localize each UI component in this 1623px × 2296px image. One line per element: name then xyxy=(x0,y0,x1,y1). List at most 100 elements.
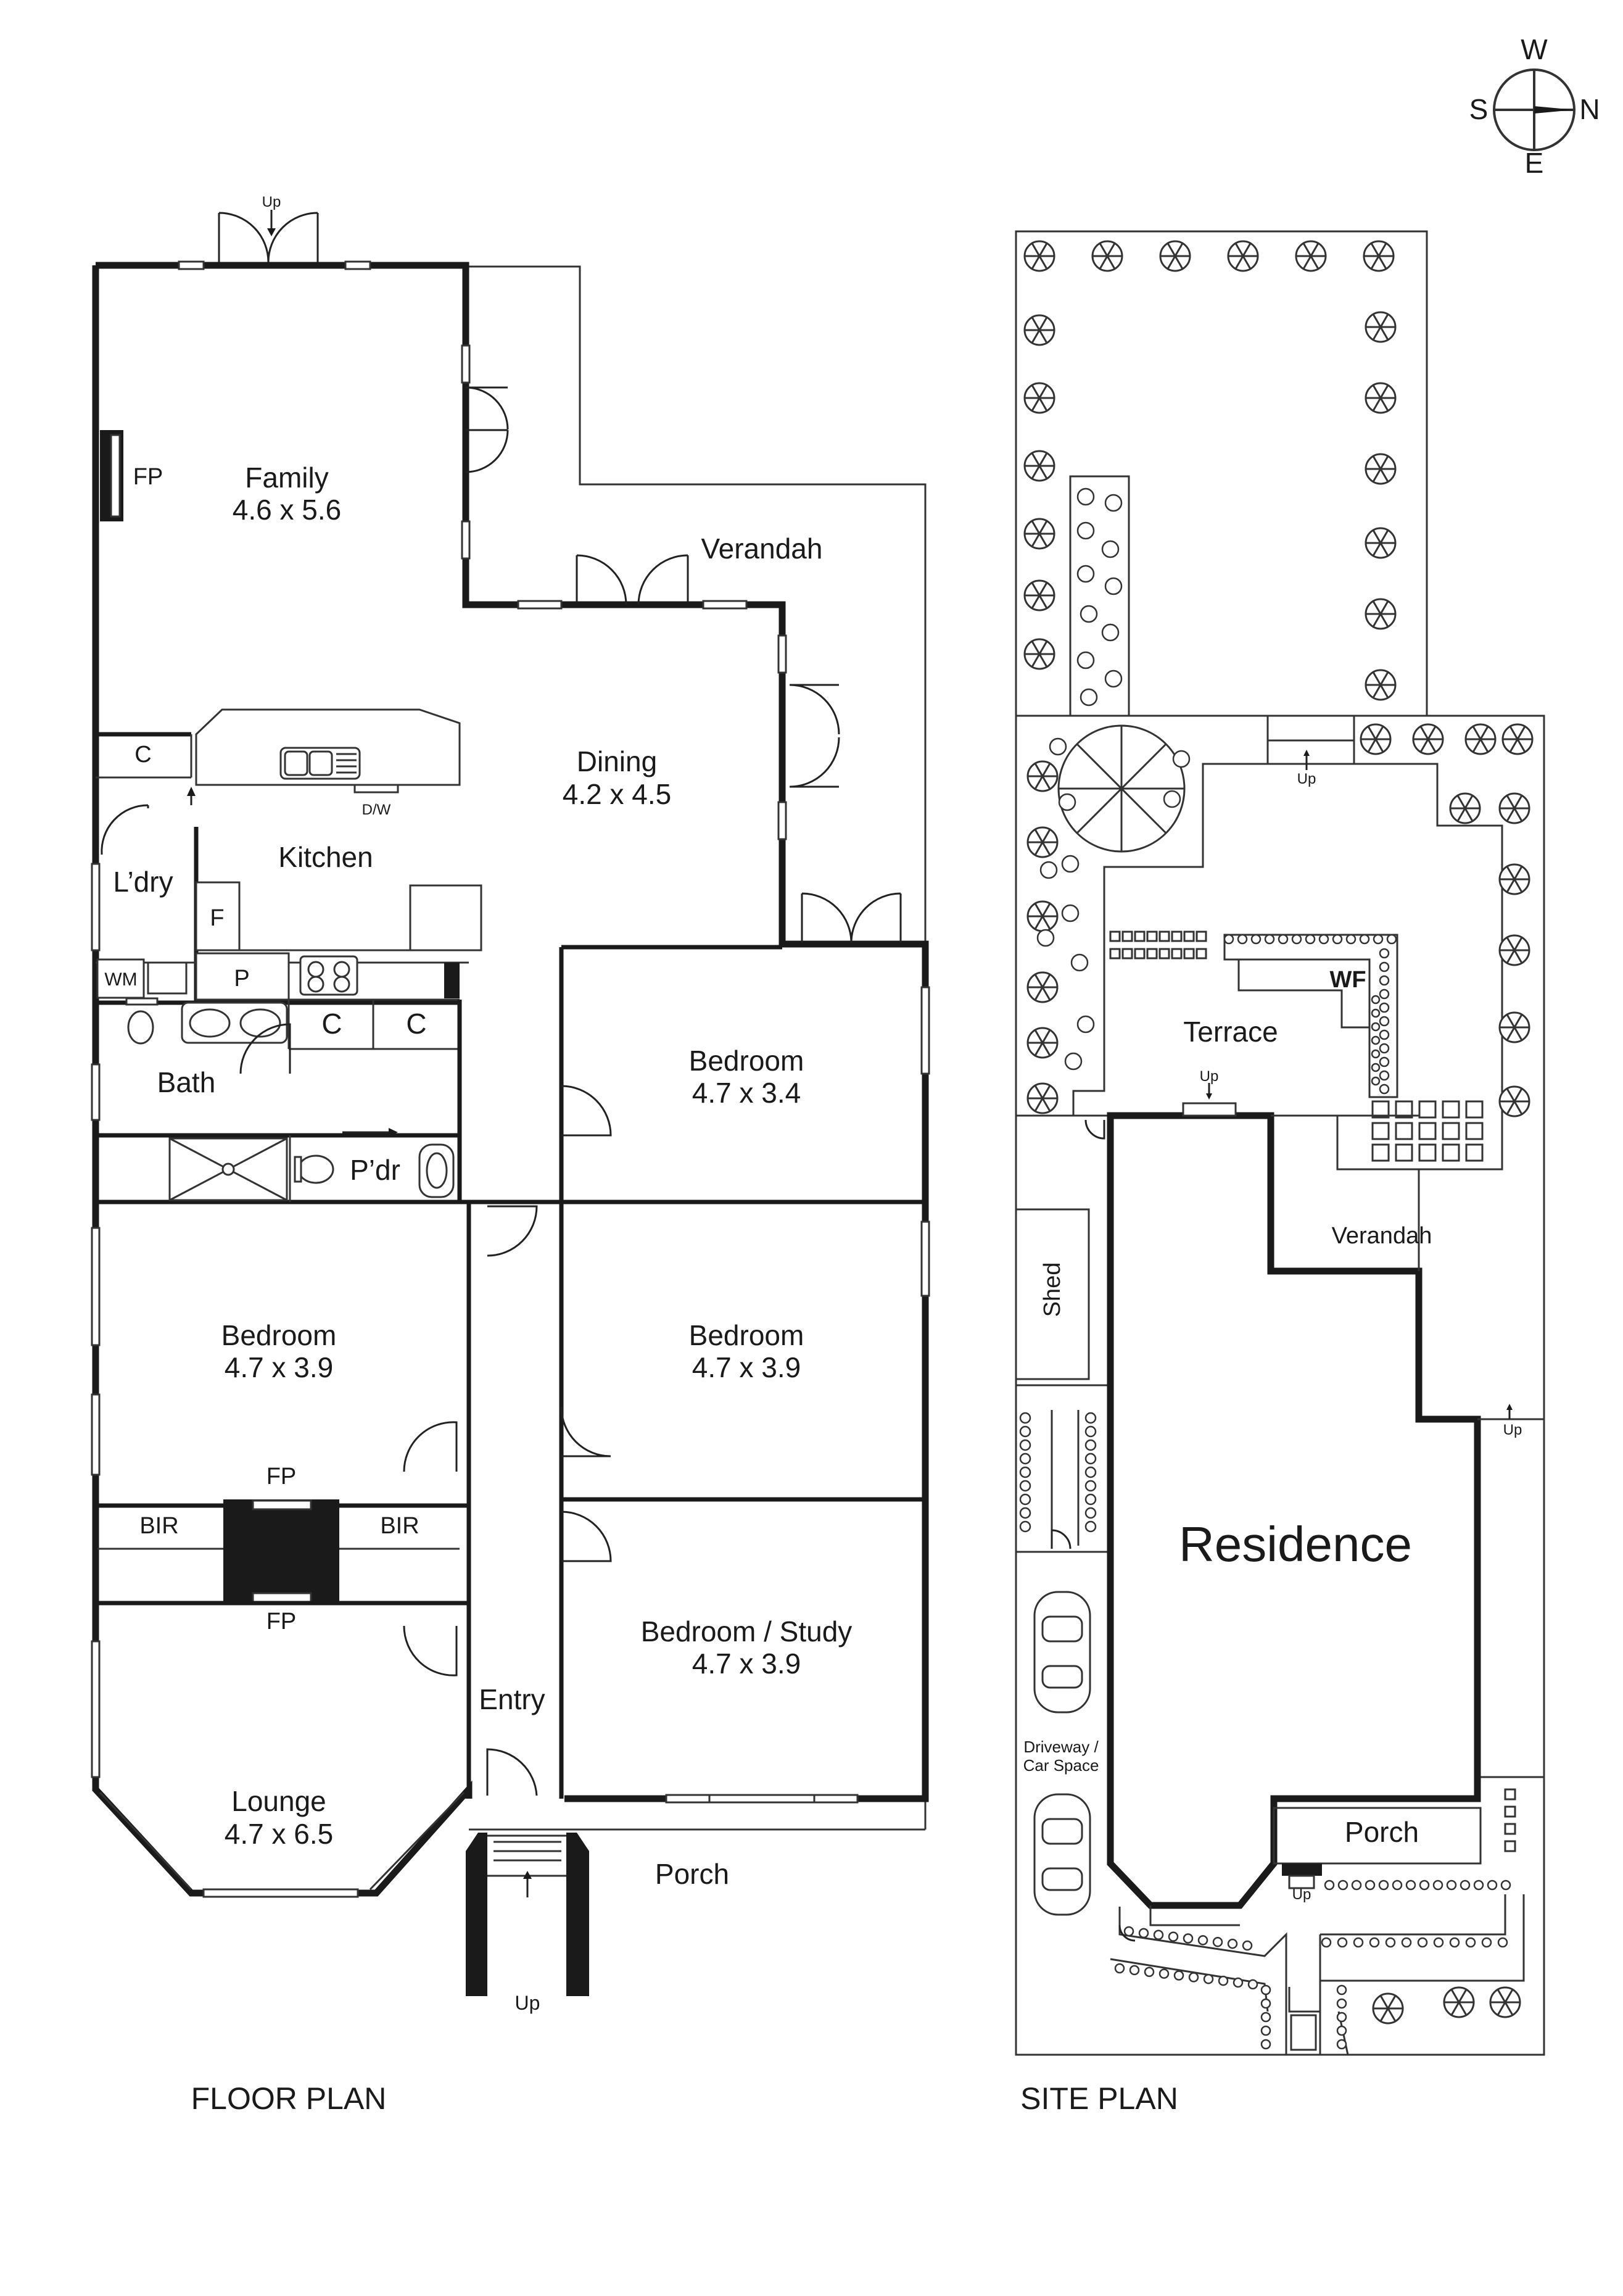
wm-label: WM xyxy=(104,969,137,990)
study-name: Bedroom / Study xyxy=(641,1615,853,1647)
fridge-label: F xyxy=(210,905,224,931)
powder-label: P’dr xyxy=(350,1154,400,1186)
tree-17 xyxy=(1365,669,1397,701)
site-up1-label: Up xyxy=(1297,771,1316,787)
site-plan: Terrace WF Verandah Shed Residence Drive… xyxy=(1015,230,1545,2116)
site-verandah-label: Verandah xyxy=(1332,1223,1432,1249)
tree-21 xyxy=(1501,723,1534,755)
dining-room-dims: 4.2 x 4.5 xyxy=(563,778,671,810)
tree-10 xyxy=(1023,579,1055,611)
tree-15 xyxy=(1365,527,1397,559)
tree-9 xyxy=(1023,518,1055,550)
tree-26 xyxy=(1498,1011,1530,1043)
cupboard-mid1-label: C xyxy=(321,1008,342,1040)
bedroom1-dims: 4.7 x 3.4 xyxy=(692,1077,801,1109)
site-boundary xyxy=(1015,230,1545,2056)
tree-24 xyxy=(1498,863,1530,895)
shrub-dots xyxy=(1019,487,1511,2050)
verandah-label: Verandah xyxy=(701,533,823,565)
lounge-name: Lounge xyxy=(231,1785,326,1817)
tree-29 xyxy=(1026,826,1059,858)
site-wf-label: WF xyxy=(1329,967,1366,993)
site-shed-label: Shed xyxy=(1039,1262,1065,1317)
car-2 xyxy=(1033,1793,1091,1916)
compass-east: E xyxy=(1525,147,1544,179)
tree-33 xyxy=(1026,1082,1059,1114)
site-plan-title: SITE PLAN xyxy=(1020,2081,1178,2116)
tree-2 xyxy=(1159,240,1191,272)
up-top-label: Up xyxy=(262,194,281,210)
site-driveway-line2: Car Space xyxy=(1023,1756,1099,1775)
tree-34 xyxy=(1443,1986,1475,2018)
kitchen-label: Kitchen xyxy=(278,841,373,873)
tree-13 xyxy=(1365,382,1397,414)
up-bottom-label: Up xyxy=(515,1992,540,2014)
porch-label: Porch xyxy=(655,1858,729,1890)
cupboard-mid2-label: C xyxy=(406,1008,426,1040)
fp-top-label: FP xyxy=(266,1464,297,1490)
tree-12 xyxy=(1365,311,1397,343)
tree-8 xyxy=(1023,450,1055,482)
tree-1 xyxy=(1091,240,1123,272)
site-up3-label: Up xyxy=(1503,1422,1522,1438)
lounge-dims: 4.7 x 6.5 xyxy=(225,1818,333,1850)
site-porch-label: Porch xyxy=(1345,1816,1419,1848)
site-up4-label: Up xyxy=(1292,1886,1311,1903)
laundry-label: L’dry xyxy=(113,866,173,898)
bedroom2-name: Bedroom xyxy=(221,1319,337,1351)
dw-label: D/W xyxy=(362,802,391,818)
tree-32 xyxy=(1026,1027,1059,1059)
bath-label: Bath xyxy=(157,1066,216,1098)
bedroom1-name: Bedroom xyxy=(689,1045,804,1077)
bir-left-label: BIR xyxy=(139,1513,178,1539)
bedroom3-dims: 4.7 x 3.9 xyxy=(692,1351,801,1383)
entry-label: Entry xyxy=(479,1683,545,1715)
tree-27 xyxy=(1498,1085,1530,1117)
tree-35 xyxy=(1489,1986,1521,2018)
site-residence-label: Residence xyxy=(1179,1517,1412,1572)
bir-right-label: BIR xyxy=(380,1513,419,1539)
bedroom2-dims: 4.7 x 3.9 xyxy=(225,1351,333,1383)
study-dims: 4.7 x 3.9 xyxy=(692,1647,801,1680)
tree-19 xyxy=(1412,723,1444,755)
compass-south: S xyxy=(1469,93,1489,125)
tree-7 xyxy=(1023,382,1055,414)
tree-11 xyxy=(1023,638,1055,670)
dining-room-name: Dining xyxy=(577,745,657,777)
compass-west: W xyxy=(1521,33,1548,65)
tree-20 xyxy=(1464,723,1497,755)
pantry-label: P xyxy=(234,966,249,992)
outer-wall-north xyxy=(96,262,929,1802)
tree-31 xyxy=(1026,971,1059,1003)
tree-16 xyxy=(1365,598,1397,630)
tree-23 xyxy=(1498,792,1530,824)
tree-14 xyxy=(1365,453,1397,485)
large-tree xyxy=(1057,724,1186,853)
verandah-outline xyxy=(466,265,927,1831)
tree-30 xyxy=(1026,900,1059,932)
tree-28 xyxy=(1026,760,1059,792)
site-up2-label: Up xyxy=(1200,1068,1219,1085)
fp-family-label: FP xyxy=(133,464,163,490)
floor-plan: Family 4.6 x 5.6 FP Up Verandah Dining 4… xyxy=(91,194,930,2116)
site-terrace-label: Terrace xyxy=(1183,1016,1278,1048)
bedroom3-name: Bedroom xyxy=(689,1319,804,1351)
fp-bottom-label: FP xyxy=(266,1609,297,1635)
tree-22 xyxy=(1449,792,1481,824)
site-driveway-line1: Driveway / xyxy=(1023,1738,1099,1756)
compass-north: N xyxy=(1579,93,1600,125)
tree-3 xyxy=(1227,240,1259,272)
family-room-name: Family xyxy=(245,462,328,494)
cupboard-top-label: C xyxy=(134,742,151,768)
family-room-dims: 4.6 x 5.6 xyxy=(233,494,341,526)
tree-5 xyxy=(1363,240,1395,272)
tree-4 xyxy=(1295,240,1327,272)
tree-0 xyxy=(1023,240,1055,272)
trees xyxy=(1023,240,1534,2025)
floor-plan-title: FLOOR PLAN xyxy=(191,2081,387,2116)
tree-18 xyxy=(1360,723,1392,755)
paving-squares xyxy=(1109,930,1484,1162)
tree-25 xyxy=(1498,934,1530,966)
car-1 xyxy=(1033,1591,1091,1714)
